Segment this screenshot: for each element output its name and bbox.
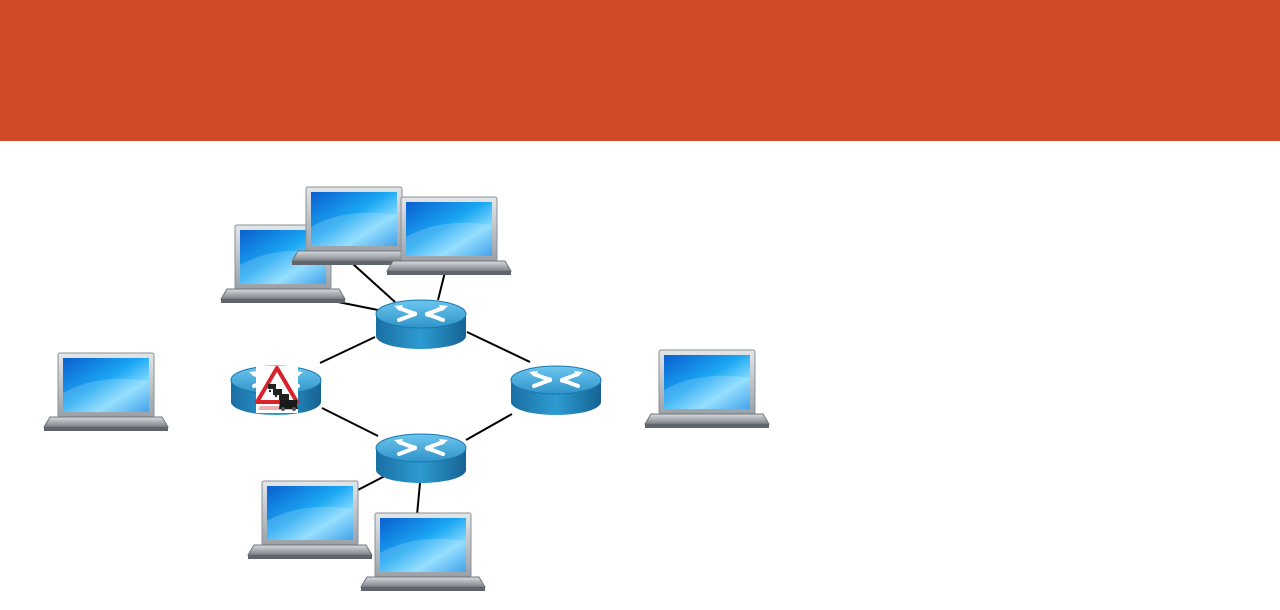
link-router-bottom-laptop-bottom-2 — [416, 482, 421, 516]
laptop-top-3-icon — [386, 196, 512, 276]
laptop-bottom-2-icon — [360, 512, 486, 592]
laptop-top-2-icon — [291, 186, 417, 266]
router-bottom-icon — [374, 432, 468, 485]
laptop-far-left-icon — [43, 352, 169, 432]
link-router-top-laptop-top-3 — [437, 271, 446, 301]
link-router-top-router-right — [466, 331, 531, 363]
network-links — [319, 263, 531, 516]
traffic-jam-warning-icon — [255, 366, 299, 413]
laptop-bottom-1-icon — [247, 480, 373, 560]
link-router-bottom-router-left — [321, 407, 379, 437]
router-right-icon — [509, 364, 603, 417]
link-router-bottom-router-right — [465, 413, 513, 441]
link-router-top-laptop-top-1 — [337, 301, 379, 311]
link-router-top-laptop-top-2 — [352, 263, 396, 303]
header-background — [0, 0, 1280, 141]
laptop-right-icon — [644, 349, 770, 429]
link-router-top-router-left — [319, 336, 376, 364]
router-top-icon — [374, 298, 468, 351]
